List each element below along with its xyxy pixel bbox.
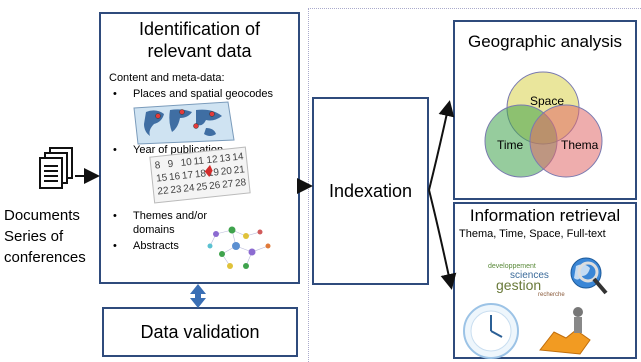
calendar-day-number: 9: [167, 159, 174, 171]
arrow-indexation-to-retrieval: [428, 189, 457, 290]
arrow-indexation-to-geo: [428, 100, 455, 191]
indexation-title: Indexation: [328, 181, 413, 201]
data-validation-title: Data validation: [140, 322, 260, 342]
calendar-day-number: 17: [181, 170, 194, 182]
documents-label: Documents Series of conferences: [4, 205, 98, 268]
identification-title-line1: Identification of: [138, 19, 261, 39]
calendar-day-number: 18: [194, 168, 207, 180]
geographic-analysis-title: Geographic analysis: [467, 32, 623, 51]
calendar-day-number: 13: [219, 153, 232, 165]
identification-box: Identification of relevant data Content …: [99, 12, 300, 284]
top-divider: [308, 8, 641, 9]
calendar-day-number: 14: [232, 151, 245, 163]
bullet-dot: •: [113, 144, 117, 156]
documents-label-line3: conferences: [4, 249, 86, 266]
data-validation-box: Data validation: [102, 307, 298, 357]
bullet-dot: •: [113, 210, 117, 222]
calendar-day-number: 28: [235, 177, 248, 189]
identification-title-line2: relevant data: [147, 41, 252, 61]
documents-label-line1: Documents: [4, 207, 80, 224]
information-retrieval-title: Information retrieval: [469, 206, 621, 225]
cloud-word-1: developpement: [488, 263, 536, 270]
calendar-day-number: 15: [156, 172, 169, 184]
indexation-box: Indexation: [312, 97, 429, 285]
bullet-places: Places and spatial geocodes: [133, 88, 274, 100]
cloud-word-4: recherche: [538, 292, 565, 298]
identification-title: Identification of relevant data: [101, 18, 298, 62]
bullet-themes: Themes and/or: [133, 210, 207, 222]
information-retrieval-subtitle: Thema, Time, Space, Full-text: [459, 228, 606, 240]
calendar-day-number: 11: [193, 155, 205, 167]
calendar-day-number: 23: [170, 184, 183, 196]
calendar-day-number: 20: [220, 166, 233, 178]
cloud-word-2: sciences: [510, 270, 549, 281]
bullet-abstracts: Abstracts: [133, 240, 179, 252]
calendar-day-number: 12: [206, 154, 219, 166]
calendar-day-number: 22: [157, 185, 170, 197]
venn-thema-label: Thema: [561, 138, 599, 152]
calendar-day-number: 27: [222, 179, 235, 191]
documents-label-line2: Series of: [4, 228, 64, 245]
magnifier-icon: [577, 261, 599, 283]
venn-space-label: Space: [530, 94, 565, 108]
calendar-day-number: 16: [169, 171, 182, 183]
calendar-day-number: 26: [209, 180, 222, 192]
calendar-day-number: 24: [183, 183, 196, 195]
venn-thema-circle: [529, 104, 603, 178]
calendar-day-number: 21: [233, 164, 246, 176]
double-arrow: [190, 284, 206, 308]
calendar-day-number: 25: [196, 181, 209, 193]
venn-time-label: Time: [497, 138, 524, 152]
bullet-domains: domains: [133, 224, 175, 236]
bullet-dot: •: [113, 88, 117, 100]
calendar-day-number: 8: [154, 160, 161, 172]
person-icon: [573, 307, 583, 317]
identification-subtitle: Content and meta-data:: [109, 72, 225, 84]
bullet-dot: •: [113, 240, 117, 252]
calendar-day-number: 10: [180, 157, 193, 169]
cloud-word-3: gestion: [496, 277, 541, 293]
